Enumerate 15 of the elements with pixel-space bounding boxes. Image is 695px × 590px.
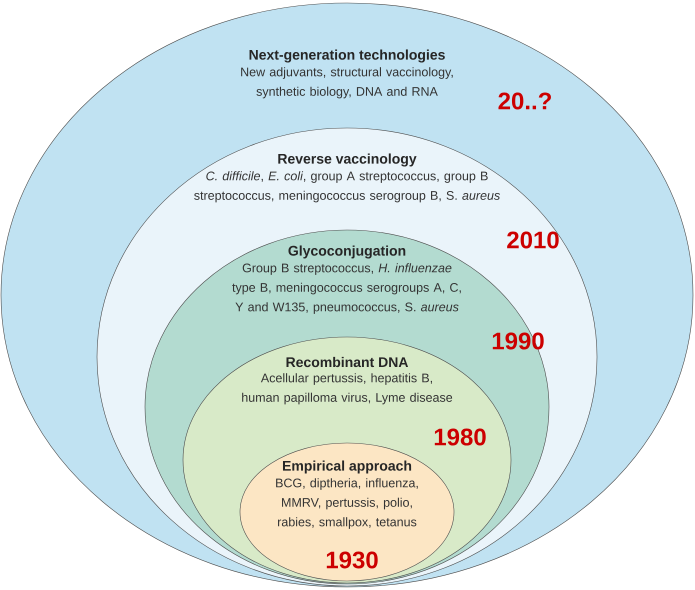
year-label: 2010 [507, 232, 559, 248]
band-text: Acellular pertussis, hepatitis B, human papilloma virus, Lyme disease [242, 373, 452, 404]
year-label: 20..? [498, 92, 551, 110]
band-heading: Empirical approach [282, 460, 412, 474]
band-text: New adjuvants, structural vaccinology, synthetic biology, DNA and RNA [241, 67, 453, 98]
year-label: 1980 [434, 428, 486, 446]
band-text: BCG, diptheria, influenza, MMRV, pertussis, polio, rabies, smallpox, tetanus [276, 478, 418, 529]
band-heading: Next-generation technologies [250, 49, 445, 63]
band-text: Group B streptococcus, H. influenzae type B, meningococcus serogroups A, C, Y and W135, pneumococcus, S. aureus [232, 263, 461, 314]
band-heading: Recombinant DNA [286, 356, 408, 368]
year-label: 1930 [326, 552, 378, 568]
band-heading: Glycoconjugation [288, 245, 406, 259]
year-label: 1990 [492, 332, 544, 350]
band-heading: Reverse vaccinology [278, 153, 417, 167]
band-text: C. difficile, E. coli, group A streptococcus, group B streptococcus, meningococcus serogroup B, S. aureus [194, 171, 500, 202]
